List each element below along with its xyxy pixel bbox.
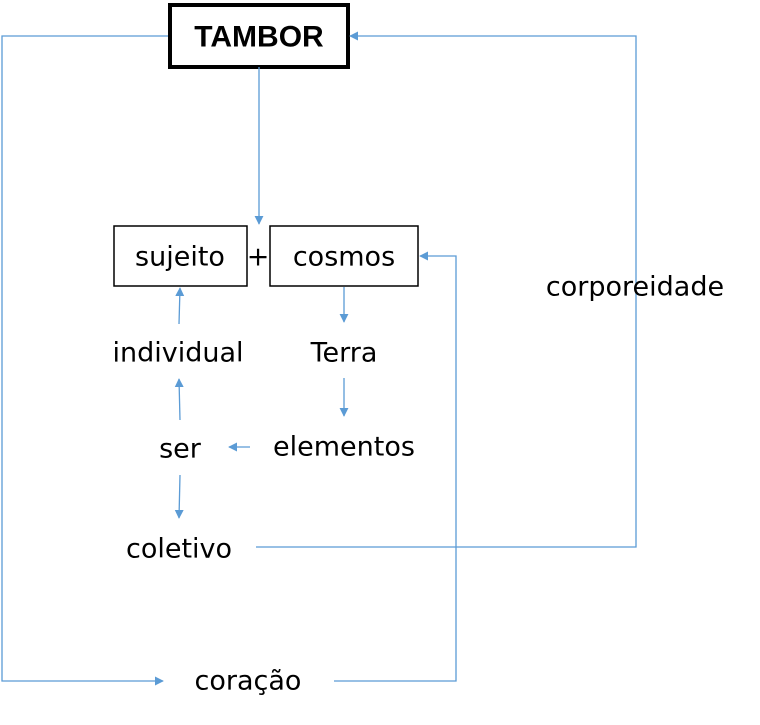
ser-label: ser: [159, 434, 202, 465]
individual-to-sujeito-arrow: [175, 287, 185, 325]
cosmos-box: [269, 225, 419, 287]
coletivo-to-tambor-loop: [256, 31, 637, 548]
sujeito-box: [113, 225, 248, 287]
tambor-to-coracao-loop: [1, 35, 168, 686]
coletivo-label: coletivo: [126, 534, 232, 565]
connectors: [1, 31, 637, 686]
ser-to-coletivo-arrow: [174, 474, 184, 519]
terra-label: Terra: [310, 338, 378, 369]
cosmos-label: cosmos: [293, 242, 395, 273]
sujeito-label: sujeito: [135, 242, 225, 273]
individual-label: individual: [112, 338, 243, 369]
corporeidade-label: corporeidade: [546, 272, 724, 303]
coracao-to-cosmos-loop: [334, 251, 457, 682]
elementos-label: elementos: [273, 432, 415, 463]
ser-to-individual-arrow: [174, 378, 184, 421]
tambor-label: TAMBOR: [194, 21, 324, 54]
coracao-label: coração: [195, 666, 302, 697]
plus-label: +: [247, 242, 270, 273]
